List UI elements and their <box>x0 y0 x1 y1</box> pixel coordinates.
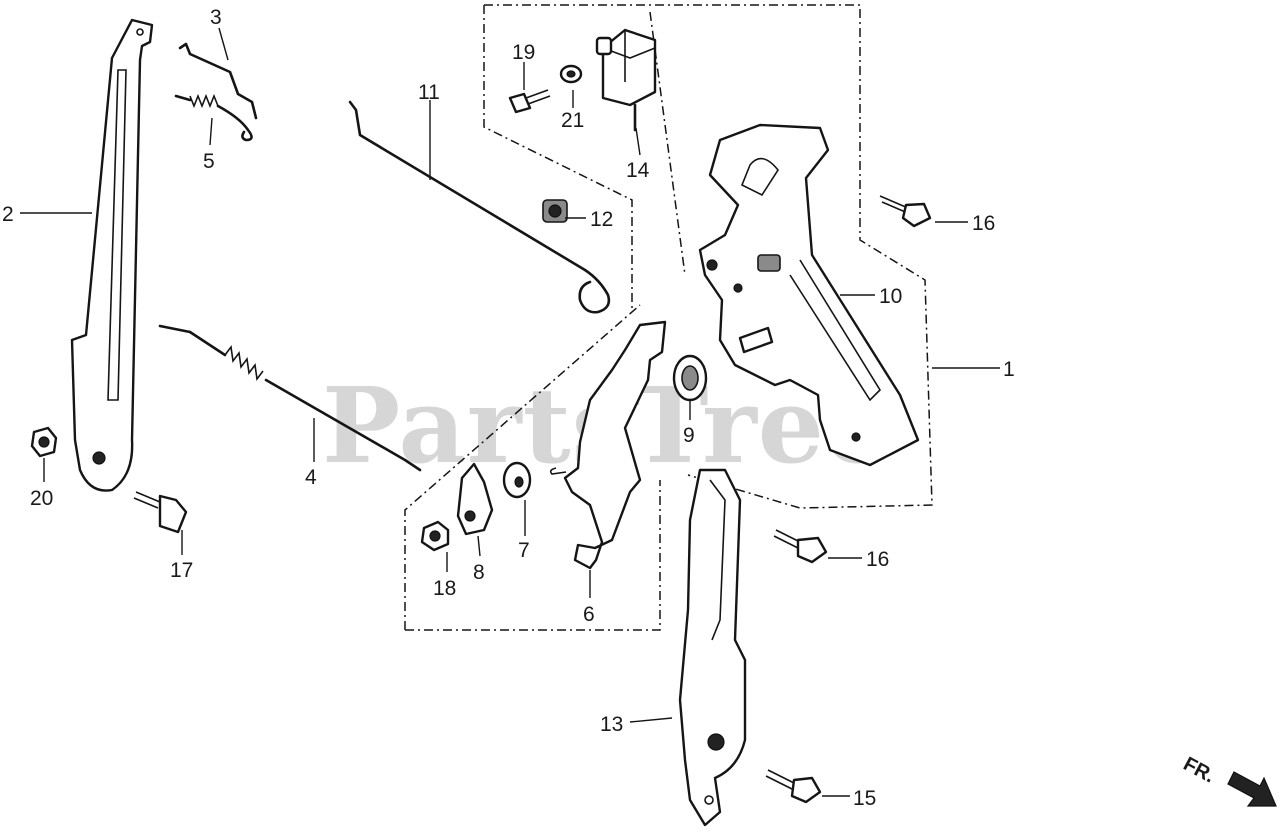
callout-12: 12 <box>590 208 613 231</box>
callout-16-lower: 16 <box>866 548 889 571</box>
part-20-nut[interactable] <box>30 426 58 458</box>
part-18-nut[interactable] <box>420 520 450 552</box>
callout-16-top: 16 <box>972 212 995 235</box>
callout-20: 20 <box>30 487 53 510</box>
part-19-bolt[interactable] <box>508 89 551 114</box>
part-10-bracket[interactable] <box>698 123 920 467</box>
part-16-bolt-lower[interactable] <box>773 529 828 564</box>
callout-5: 5 <box>203 150 215 173</box>
part-5-spring[interactable] <box>174 93 253 142</box>
part-9-washer[interactable] <box>672 354 708 402</box>
callout-3: 3 <box>210 6 222 29</box>
part-15-bolt[interactable] <box>765 769 822 804</box>
callout-15: 15 <box>853 787 876 810</box>
front-arrow-icon <box>1227 771 1277 807</box>
part-16-bolt-top[interactable] <box>879 195 932 228</box>
part-6-bracket[interactable] <box>549 320 667 570</box>
part-21-washer[interactable] <box>559 64 583 84</box>
callout-13: 13 <box>600 713 623 736</box>
part-7-washer[interactable] <box>502 461 532 499</box>
part-2-lever[interactable] <box>70 18 154 492</box>
part-4-rod[interactable] <box>158 324 422 472</box>
part-12-nut[interactable] <box>542 199 568 223</box>
assembly-outline-6 <box>404 304 661 631</box>
callout-6: 6 <box>583 603 595 626</box>
callout-10: 10 <box>879 285 902 308</box>
callout-17: 17 <box>170 559 193 582</box>
callout-4: 4 <box>305 466 317 489</box>
callout-18: 18 <box>433 577 456 600</box>
callout-14: 14 <box>626 159 650 182</box>
part-3-clip[interactable] <box>178 42 258 120</box>
part-11-rod[interactable] <box>348 100 611 314</box>
callout-9: 9 <box>683 424 695 447</box>
callout-8: 8 <box>473 561 485 584</box>
direction-label: FR. <box>1180 753 1219 788</box>
part-13-lever[interactable] <box>678 468 747 827</box>
callout-7: 7 <box>518 539 530 562</box>
front-direction-indicator: FR. <box>1180 753 1277 807</box>
leader-lines <box>20 27 1000 797</box>
callout-11: 11 <box>418 81 440 104</box>
callout-19: 19 <box>512 41 535 64</box>
part-8-plate[interactable] <box>456 462 494 536</box>
callout-21: 21 <box>561 109 584 132</box>
part-14-switch[interactable] <box>595 28 657 132</box>
callout-1: 1 <box>1003 358 1015 381</box>
callout-2: 2 <box>2 203 14 226</box>
part-17-bolt[interactable] <box>133 491 188 534</box>
